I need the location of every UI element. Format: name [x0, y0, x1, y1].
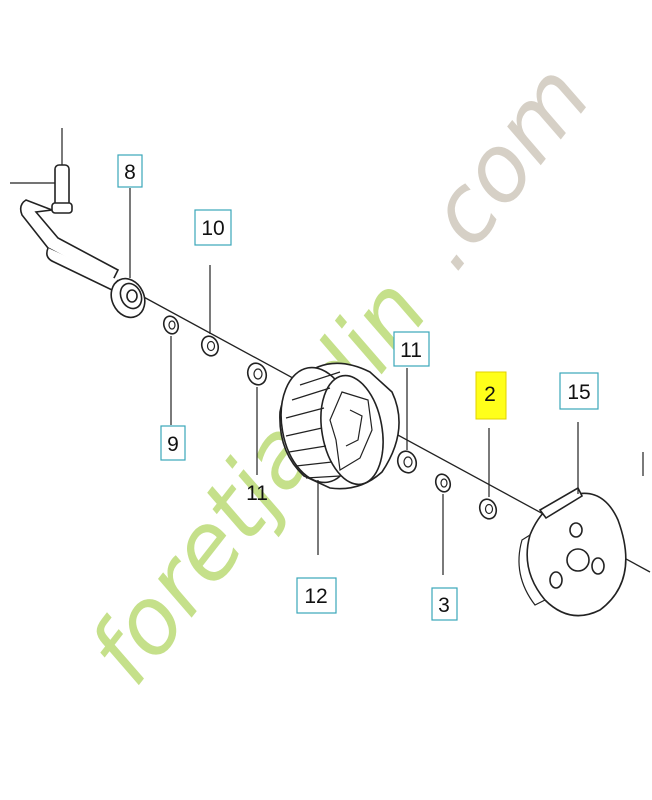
part-11-bearing-left [246, 362, 268, 386]
label-12: 12 [296, 577, 337, 614]
label-8: 8 [117, 154, 143, 188]
label-11-bottom-text: 11 [246, 482, 268, 505]
watermark-brand-green: foretjardin [68, 258, 449, 703]
label-10-text: 10 [201, 217, 224, 240]
label-15-text: 15 [567, 381, 590, 404]
label-15: 15 [559, 372, 599, 410]
label-2-text: 2 [484, 383, 496, 406]
label-3: 3 [431, 587, 458, 621]
watermark-brand-grey: .com [388, 45, 611, 289]
part-12-flywheel [279, 362, 400, 490]
label-11-bottom: 11 [246, 482, 268, 505]
label-11-top: 11 [393, 331, 430, 367]
label-3-text: 3 [438, 594, 450, 617]
part-8-nut [110, 277, 146, 319]
label-9-text: 9 [167, 433, 179, 456]
label-10: 10 [194, 209, 232, 246]
part-15-disc [518, 486, 627, 617]
label-11-top-text: 11 [400, 339, 422, 362]
part-11-bearing-right [396, 450, 418, 474]
part-2-nut [478, 498, 498, 520]
part-8-rod [10, 128, 120, 292]
part-10-washer [200, 335, 220, 357]
part-9-ring [162, 315, 180, 335]
label-8-text: 8 [124, 161, 136, 184]
label-12-text: 12 [304, 585, 327, 608]
label-9: 9 [160, 425, 186, 461]
part-3-washer [434, 473, 452, 493]
label-2: 2 [475, 371, 507, 420]
